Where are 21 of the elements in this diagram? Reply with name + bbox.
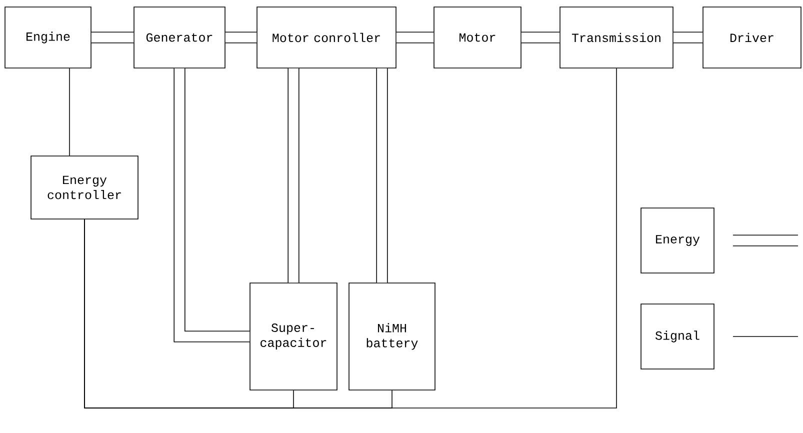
block-box: Super-capacitor (250, 282, 338, 390)
legend-box: Signal (640, 304, 714, 370)
block-box: Motor conroller (256, 6, 396, 68)
block-box: Generator (134, 6, 226, 68)
energy-line (376, 68, 388, 283)
energy-line (225, 32, 257, 44)
energy-line (521, 32, 560, 44)
block-box: Motor (434, 6, 522, 68)
energy-line (288, 68, 300, 283)
block-box: Driver (702, 6, 802, 68)
block-box: NiMH battery (348, 282, 436, 390)
block-box: Engine (4, 6, 92, 68)
signal-line (84, 68, 617, 408)
block-box: Transmission (560, 6, 674, 68)
energy-line (673, 32, 703, 44)
block-box: Energy controller (30, 156, 138, 220)
signal-line (69, 68, 70, 156)
legend-box: Energy (640, 208, 714, 274)
energy-line (396, 32, 434, 44)
energy-line (91, 32, 134, 44)
energy-line (174, 68, 250, 342)
